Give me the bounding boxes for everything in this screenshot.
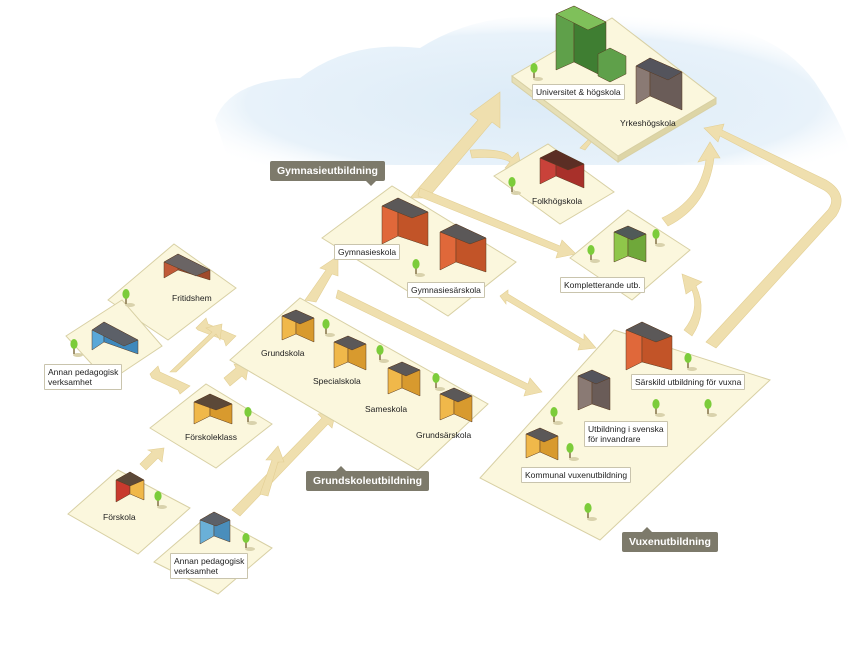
trees: [70, 63, 717, 551]
building-sfi-icon: [577, 369, 611, 411]
label-annan-top[interactable]: Annan pedagogisk verksamhet: [44, 364, 123, 390]
label-sfi[interactable]: Utbildning i svenska för invandrare: [584, 421, 668, 447]
tree-icon: [684, 353, 697, 371]
flow-arrows: [139, 91, 842, 517]
label-folkhogskola[interactable]: Folkhögskola: [532, 196, 583, 206]
building-annan-top-icon: [91, 321, 139, 355]
tree-icon: [154, 491, 167, 509]
label-universitet[interactable]: Universitet & högskola: [532, 84, 625, 100]
arrow-forskoleklass-grundskola: [223, 363, 249, 387]
building-kompletterande-icon: [613, 225, 647, 263]
tree-icon: [122, 289, 135, 307]
tree-icon: [530, 63, 543, 81]
tree-icon: [704, 399, 717, 417]
label-gymnasiesarskola[interactable]: Gymnasiesärskola: [407, 282, 485, 298]
building-komvux-icon: [525, 427, 559, 461]
tree-icon: [508, 177, 521, 195]
stage-tag-vuxen: Vuxenutbildning: [622, 527, 718, 552]
platform-folkhogskola: [493, 143, 615, 225]
arrow-forskola-forskoleklass: [139, 447, 165, 471]
building-annan-bottom-icon: [199, 511, 231, 545]
stage-tag-vuxen-text: Vuxenutbildning: [629, 536, 711, 548]
building-folkhogskola-icon: [539, 149, 585, 189]
stage-tag-pointer: [366, 181, 376, 186]
label-specialskola[interactable]: Specialskola: [313, 376, 361, 386]
label-gymnasieskola[interactable]: Gymnasieskola: [334, 244, 401, 260]
platform-grundskola: [229, 297, 489, 471]
stage-tag-grundskole: Grundskoleutbildning: [306, 466, 430, 491]
label-grundsarskola[interactable]: Grundsärskola: [416, 430, 472, 440]
arrow-fritidshem-forskoleklass: [169, 323, 223, 373]
building-universitet-icon: [555, 5, 627, 83]
arrow-gymnasie-kompletterande: [417, 187, 577, 259]
label-sameskola[interactable]: Sameskola: [365, 404, 408, 414]
building-sameskola-icon: [387, 361, 421, 397]
label-yrkeshogskola[interactable]: Yrkeshögskola: [620, 118, 676, 128]
arrow-annan-bottom-forskoleklass: [259, 445, 285, 497]
tree-icon: [432, 373, 445, 391]
arrow-vuxen-yrkes: [703, 123, 842, 349]
arrow-kompletterande-yrkes: [661, 141, 721, 227]
label-annan-bottom[interactable]: Annan pedagogisk verksamhet: [170, 553, 249, 579]
building-gymnasieskola-icon: [381, 197, 429, 247]
tree-icon: [322, 319, 335, 337]
stage-tag-grundskole-text: Grundskoleutbildning: [313, 475, 423, 487]
stage-tag-pointer: [336, 466, 346, 471]
tree-icon: [244, 407, 257, 425]
tree-icon: [412, 259, 425, 277]
buildings: [91, 5, 683, 545]
building-specialskola-icon: [333, 335, 367, 371]
tree-icon: [584, 503, 597, 521]
label-forskola[interactable]: Förskola: [103, 512, 136, 522]
building-fritidshem-icon: [163, 253, 211, 281]
arrow-grundskola-vuxen: [335, 289, 543, 397]
tree-icon: [652, 229, 665, 247]
label-fritidshem[interactable]: Fritidshem: [172, 293, 212, 303]
tree-icon: [652, 399, 665, 417]
label-grundskola[interactable]: Grundskola: [261, 348, 305, 358]
building-sarskild-icon: [625, 321, 673, 371]
platform-universitet-side2: [617, 97, 717, 163]
arrow-gymnasie-universitet: [409, 91, 501, 199]
label-kompletterande[interactable]: Kompletterande utb.: [560, 277, 645, 293]
building-forskoleklass-icon: [193, 393, 233, 425]
platform-forskoleklass: [149, 383, 273, 469]
tree-icon: [550, 407, 563, 425]
building-forskola-icon: [115, 471, 145, 503]
building-grundskola-icon: [281, 309, 315, 343]
arrow-sarskild-kompletterande: [681, 273, 703, 337]
stage-tag-gymnasie-text: Gymnasieutbildning: [277, 165, 378, 177]
tree-icon: [566, 443, 579, 461]
label-sarskild[interactable]: Särskild utbildning för vuxna: [631, 374, 746, 390]
building-gymnasiesarskola-icon: [439, 223, 487, 273]
tree-icon: [70, 339, 83, 357]
label-komvux[interactable]: Kommunal vuxenutbildning: [521, 467, 632, 483]
building-grundsarskola-icon: [439, 387, 473, 423]
tree-icon: [587, 245, 600, 263]
arrow-grundskola-gymnasie: [304, 255, 339, 303]
platform-forskola: [67, 469, 191, 555]
tree-icon: [376, 345, 389, 363]
arrow-annan-forskoleklass: [149, 365, 191, 395]
tree-icon: [242, 533, 255, 551]
label-forskoleklass[interactable]: Förskoleklass: [185, 432, 237, 442]
arrow-gymnasie-vuxen-bi: [499, 289, 597, 351]
stage-tag-pointer: [642, 527, 652, 532]
building-yrkeshogskola-icon: [635, 57, 683, 111]
stage-tag-gymnasie: Gymnasieutbildning: [270, 161, 385, 186]
